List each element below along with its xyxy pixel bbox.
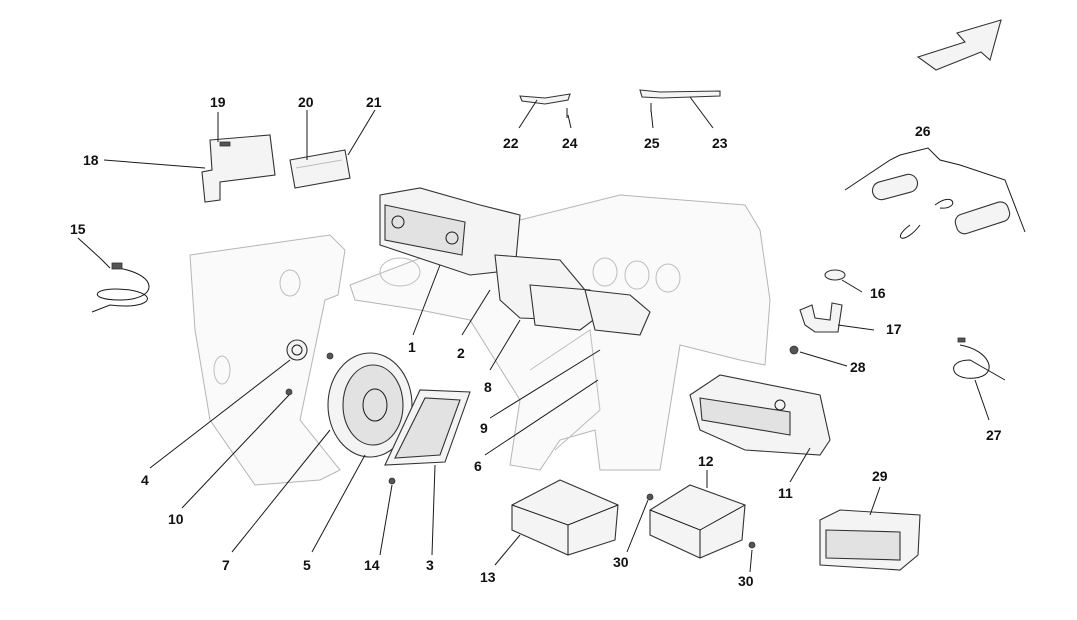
callout-29: 29: [872, 468, 888, 484]
callout-3: 3: [426, 557, 434, 573]
nut-28: [789, 345, 799, 355]
media-player-11: [689, 374, 831, 456]
bracket-17: [799, 302, 843, 333]
control-module-20: [289, 149, 351, 189]
tweeter-4: [286, 339, 308, 361]
callout-22: 22: [503, 135, 519, 151]
callout-5: 5: [303, 557, 311, 573]
callout-1: 1: [408, 339, 416, 355]
leader-lines: [77, 96, 990, 573]
cable-harness-27: [953, 337, 1006, 381]
callout-18: 18: [83, 152, 99, 168]
callout-12: 12: [698, 453, 714, 469]
callout-26: 26: [915, 123, 931, 139]
callout-13: 13: [480, 569, 496, 585]
callout-21: 21: [366, 94, 382, 110]
callout-11: 11: [778, 485, 793, 501]
callout-2: 2: [457, 345, 465, 361]
screw-30b: [748, 541, 756, 549]
direction-arrow-icon: [916, 19, 1002, 71]
screw-14: [388, 477, 396, 485]
callout-20: 20: [298, 94, 314, 110]
callout-14: 14: [364, 557, 380, 573]
navigation-module-12: [649, 484, 746, 559]
mounting-bracket-18: [201, 134, 276, 203]
bracket-22: [519, 93, 571, 118]
callout-25: 25: [644, 135, 660, 151]
callout-30-left: 30: [613, 554, 629, 570]
screw-10: [285, 388, 293, 396]
speaker-5: [327, 352, 413, 458]
antenna-cable-15: [91, 262, 150, 313]
callout-24: 24: [562, 135, 578, 151]
callout-10: 10: [168, 511, 184, 527]
knob-16: [824, 269, 846, 281]
callout-labels: 19 20 21 18 15 22 24 25 23 26 1 2 8 9 6 …: [70, 94, 1002, 589]
callout-30-right: 30: [738, 573, 754, 589]
dvd-unit-29: [819, 509, 921, 571]
callout-17: 17: [886, 321, 902, 337]
callout-9: 9: [480, 420, 488, 436]
mounting-frame-8: [529, 284, 601, 331]
accessory-kit-26: [844, 147, 1026, 239]
speaker-grille-3: [384, 389, 471, 466]
amplifier-13: [511, 479, 619, 556]
callout-28: 28: [850, 359, 866, 375]
callout-15: 15: [70, 221, 86, 237]
head-unit-1: [379, 187, 521, 276]
screw-30a: [646, 493, 654, 501]
callout-8: 8: [484, 379, 492, 395]
callout-7: 7: [222, 557, 230, 573]
callout-16: 16: [870, 285, 886, 301]
callout-6: 6: [474, 458, 482, 474]
callout-19: 19: [210, 94, 226, 110]
mounting-frame-9: [584, 289, 651, 336]
callout-23: 23: [712, 135, 728, 151]
bracket-23: [639, 89, 721, 112]
callout-4: 4: [141, 472, 149, 488]
callout-27: 27: [986, 427, 1002, 443]
screw-10b: [326, 352, 334, 360]
